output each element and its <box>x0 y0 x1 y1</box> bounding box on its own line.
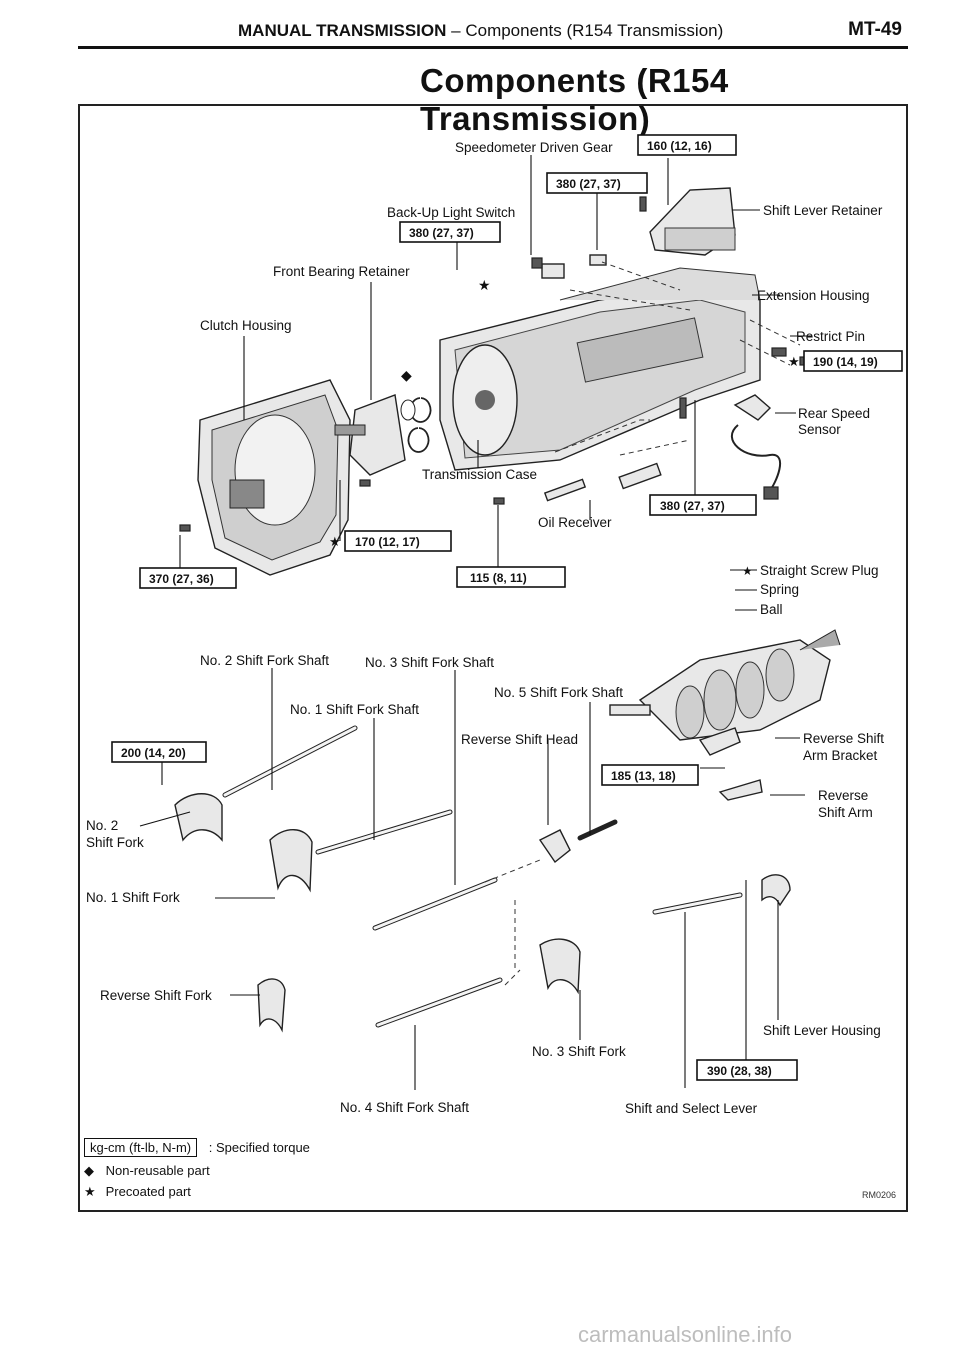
nonreusable-marker: ◆ <box>401 367 412 383</box>
legend-precoated: ★ Precoated part <box>84 1184 191 1200</box>
shift-fork-shafts <box>222 725 743 1028</box>
legend-torque-unit: kg-cm (ft-lb, N-m) <box>84 1138 198 1157</box>
svg-text:380 (27, 37): 380 (27, 37) <box>556 177 621 191</box>
label-no2-shift-fork-2: Shift Fork <box>86 835 144 850</box>
transmission-case-drawing <box>439 267 761 471</box>
page-number: MT-49 <box>848 19 902 40</box>
svg-text:200 (14, 20): 200 (14, 20) <box>121 746 186 760</box>
torque-115: 115 (8, 11) <box>456 566 566 588</box>
label-ball: Ball <box>760 602 783 617</box>
label-no4-shift-fork-shaft: No. 4 Shift Fork Shaft <box>340 1100 469 1115</box>
label-back-up-light-switch: Back-Up Light Switch <box>387 205 515 220</box>
legend-nonreusable: ◆ Non-reusable part <box>84 1163 210 1179</box>
label-rear-speed-sensor-1: Rear Speed <box>798 406 870 421</box>
legend-torque-desc: : Specified torque <box>208 1140 310 1155</box>
label-no2-shift-fork-1: No. 2 <box>86 818 118 833</box>
label-front-bearing-retainer: Front Bearing Retainer <box>273 264 410 279</box>
svg-text:380 (27, 37): 380 (27, 37) <box>409 226 474 240</box>
svg-text:190 (14, 19): 190 (14, 19) <box>813 355 878 369</box>
shift-lever-retainer-drawing <box>639 187 736 256</box>
label-shift-lever-housing: Shift Lever Housing <box>763 1023 881 1038</box>
legend-torque: kg-cm (ft-lb, N-m) : Specified torque <box>84 1138 310 1157</box>
label-no5-shift-fork-shaft: No. 5 Shift Fork Shaft <box>494 685 623 700</box>
label-shift-and-select-lever: Shift and Select Lever <box>625 1101 758 1116</box>
torque-170: ★ 170 (12, 17) <box>329 530 452 552</box>
legend-nonreusable-text: Non-reusable part <box>105 1163 210 1178</box>
label-restrict-pin: Restrict Pin <box>796 329 865 344</box>
label-reverse-shift-arm-bracket-1: Reverse Shift <box>803 731 884 746</box>
header-section: MANUAL TRANSMISSION – Components (R154 T… <box>238 21 724 40</box>
label-shift-lever-retainer: Shift Lever Retainer <box>763 203 883 218</box>
label-oil-receiver: Oil Receiver <box>538 515 612 530</box>
label-straight-screw-plug: Straight Screw Plug <box>760 563 879 578</box>
page-title: Components (R154 Transmission) <box>420 62 729 137</box>
label-reverse-shift-arm-2: Shift Arm <box>818 805 873 820</box>
watermark: carmanualsonline.info <box>578 1322 793 1347</box>
label-reverse-shift-fork: Reverse Shift Fork <box>100 988 212 1003</box>
label-reverse-shift-arm-1: Reverse <box>818 788 868 803</box>
figure-code: RM0206 <box>862 1190 897 1200</box>
torque-160: 160 (12, 16) <box>637 134 737 156</box>
torque-370: 370 (27, 36) <box>139 567 237 589</box>
label-transmission-case: Transmission Case <box>422 467 537 482</box>
leader-lines <box>139 155 812 1090</box>
label-speedometer-driven-gear: Speedometer Driven Gear <box>455 140 613 155</box>
diamond-icon: ◆ <box>84 1163 94 1178</box>
label-no3-shift-fork: No. 3 Shift Fork <box>532 1044 626 1059</box>
svg-text:160 (12, 16): 160 (12, 16) <box>647 139 712 153</box>
torque-380-lower: 380 (27, 37) <box>649 494 757 516</box>
clutch-housing-drawing <box>197 379 351 576</box>
front-bearing-retainer-drawing <box>334 394 432 476</box>
label-reverse-shift-head: Reverse Shift Head <box>461 732 578 747</box>
gear-cluster-drawing <box>609 629 841 741</box>
legend-precoated-text: Precoated part <box>105 1184 191 1199</box>
label-no3-shift-fork-shaft: No. 3 Shift Fork Shaft <box>365 655 494 670</box>
label-clutch-housing: Clutch Housing <box>200 318 292 333</box>
rear-speed-sensor-drawing <box>730 394 782 500</box>
label-reverse-shift-arm-bracket-2: Arm Bracket <box>803 748 878 763</box>
torque-390: 390 (28, 38) <box>696 1059 798 1081</box>
bolts <box>179 254 813 532</box>
star-icon: ★ <box>84 1184 96 1199</box>
svg-text:380 (27, 37): 380 (27, 37) <box>660 499 725 513</box>
label-no2-shift-fork-shaft: No. 2 Shift Fork Shaft <box>200 653 329 668</box>
label-spring: Spring <box>760 582 799 597</box>
torque-380-upper: 380 (27, 37) <box>546 172 648 194</box>
page-header: MANUAL TRANSMISSION – Components (R154 T… <box>78 18 908 49</box>
torque-190: ★ 190 (14, 19) <box>788 350 903 372</box>
straight-screw-plug-precoated-mark: ★ <box>742 564 753 578</box>
torque-185: 185 (13, 18) <box>601 764 699 786</box>
label-rear-speed-sensor-2: Sensor <box>798 422 841 437</box>
svg-text:185 (13, 18): 185 (13, 18) <box>611 769 676 783</box>
torque-200: 200 (14, 20) <box>111 741 207 763</box>
svg-text:370 (27, 36): 370 (27, 36) <box>149 572 214 586</box>
precoated-marker: ★ <box>478 277 491 293</box>
label-extension-housing: Extension Housing <box>757 288 870 303</box>
torque-380-backup: 380 (27, 37) <box>399 221 501 243</box>
shift-forks <box>174 727 791 1033</box>
label-no1-shift-fork-shaft: No. 1 Shift Fork Shaft <box>290 702 419 717</box>
svg-text:390 (28, 38): 390 (28, 38) <box>707 1064 772 1078</box>
svg-text:★: ★ <box>329 534 341 549</box>
svg-text:★: ★ <box>788 354 800 369</box>
svg-text:115 (8, 11): 115 (8, 11) <box>470 571 527 585</box>
label-no1-shift-fork: No. 1 Shift Fork <box>86 890 180 905</box>
svg-text:170 (12, 17): 170 (12, 17) <box>355 535 420 549</box>
diagram-frame <box>78 104 908 1212</box>
